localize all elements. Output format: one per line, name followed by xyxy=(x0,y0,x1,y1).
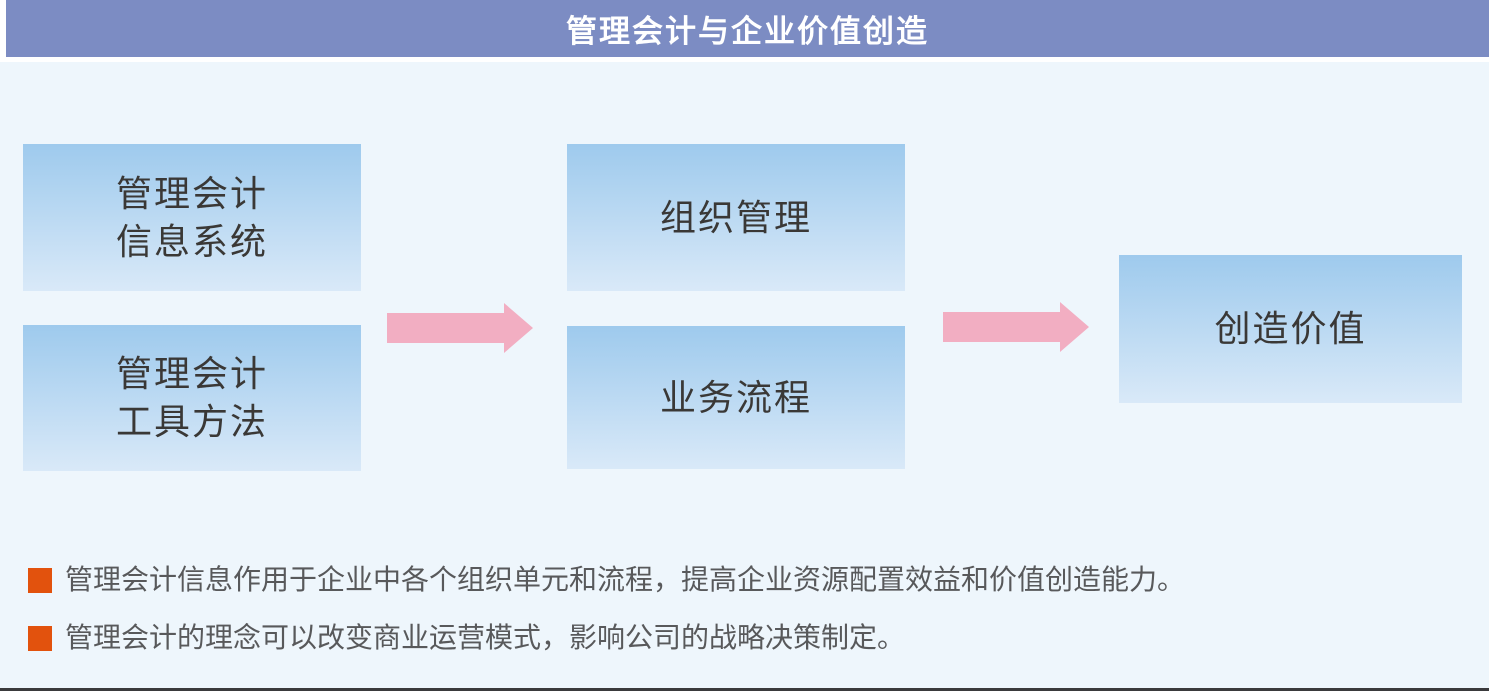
bullet-square-icon xyxy=(28,625,52,651)
flow-box-create-value: 创造价值 xyxy=(1119,255,1462,403)
flow-arrow-middle-to-right-icon xyxy=(943,302,1089,352)
flow-arrow-left-to-middle-icon xyxy=(387,303,533,353)
bullet-square-icon xyxy=(28,567,52,593)
flow-box-business-process: 业务流程 xyxy=(567,326,905,469)
title-banner: 管理会计与企业价值创造 xyxy=(6,0,1489,57)
note-item: 管理会计信息作用于企业中各个组织单元和流程，提高企业资源配置效益和价值创造能力。 xyxy=(28,565,1469,595)
bottom-border-bar xyxy=(0,688,1489,691)
note-text: 管理会计的理念可以改变商业运营模式，影响公司的战略决策制定。 xyxy=(65,622,906,653)
flow-box-organization-management: 组织管理 xyxy=(567,144,905,291)
flow-box-management-accounting-information-system: 管理会计 信息系统 xyxy=(23,144,361,291)
note-item: 管理会计的理念可以改变商业运营模式，影响公司的战略决策制定。 xyxy=(28,623,1469,653)
note-text: 管理会计信息作用于企业中各个组织单元和流程，提高企业资源配置效益和价值创造能力。 xyxy=(65,564,1186,595)
flow-box-management-accounting-tools-methods: 管理会计 工具方法 xyxy=(23,325,361,471)
page-title: 管理会计与企业价值创造 xyxy=(566,14,929,49)
diagram-body: 管理会计 信息系统 管理会计 工具方法 组织管理 业务流程 创造价值 管理会计信… xyxy=(0,62,1489,688)
